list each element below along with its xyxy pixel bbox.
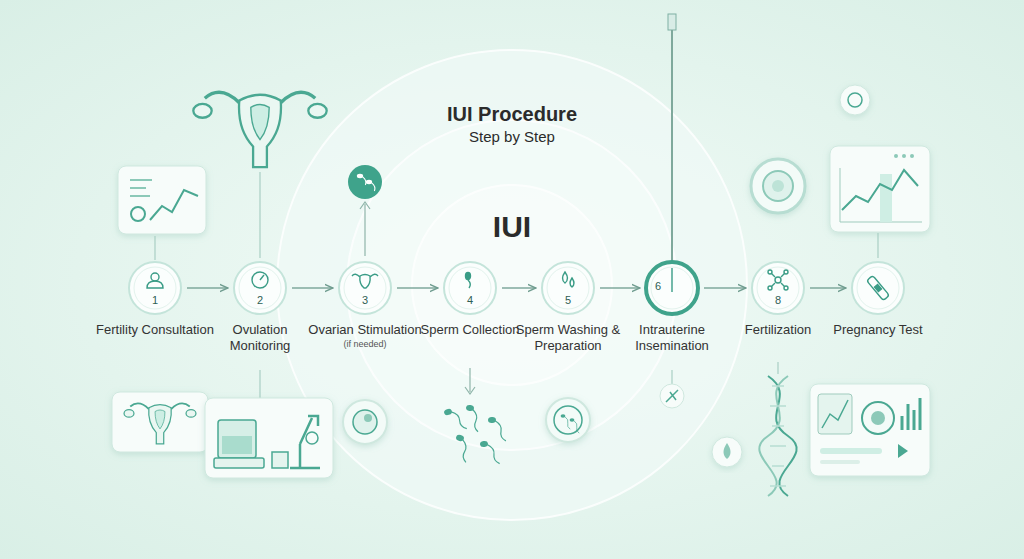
step-label: Pregnancy Test [819,322,937,338]
step-circle: 8Fertilization [750,260,806,316]
flow-arrow [502,287,536,288]
step-note: (if needed) [306,338,424,350]
step-circle: 4Sperm Collection [442,260,498,316]
circle-outline [540,260,596,316]
flow-arrow [292,287,333,288]
circle-outline [644,260,700,316]
circle-outline [232,260,288,316]
step-circle: Pregnancy Test [850,260,906,316]
center-label: IUI [452,210,572,244]
step-circle: 1Fertility Consultation [127,260,183,316]
circle-outline [337,260,393,316]
step-heading: Pregnancy Test [819,322,937,338]
step-heading: Ovulation Monitoring [201,322,319,354]
step-number: 3 [337,294,393,306]
step-heading: Sperm Washing & Preparation [509,322,627,354]
step-number: 4 [442,294,498,306]
circle-outline [850,260,906,316]
step-heading: Sperm Collection [411,322,529,338]
step-circle: 5Sperm Washing & Preparation [540,260,596,316]
step-number: 2 [232,294,288,306]
step-label: Fertilization [719,322,837,338]
step-number: 8 [750,294,806,306]
diagram-title: IUI Procedure [412,103,612,126]
step-heading: Fertilization [719,322,837,338]
subtitle: Step by Step [412,128,612,145]
flow-arrow [704,287,746,288]
step-circle: 3Ovarian Stimulation(if needed) [337,260,393,316]
step-heading: Intrauterine Insemination [613,322,731,354]
circle-outline [750,260,806,316]
step-label: Ovarian Stimulation [306,322,424,338]
step-number: 1 [127,294,183,306]
step-label: Ovulation Monitoring [201,322,319,354]
step-heading: Ovarian Stimulation(if needed) [306,322,424,350]
step-label: Sperm Collection [411,322,529,338]
circle-outline [127,260,183,316]
step-label: Fertility Consultation [96,322,214,338]
flow-arrow [187,287,228,288]
circle-outline [442,260,498,316]
step-label: Intrauterine Insemination [613,322,731,354]
step-circle: 6Intrauterine Insemination [644,260,700,316]
step-circle: 2Ovulation Monitoring [232,260,288,316]
step-number: 5 [540,294,596,306]
step-number: 6 [630,280,686,292]
step-label: Sperm Washing & Preparation [509,322,627,354]
flow-arrow [600,287,640,288]
step-heading: Fertility Consultation [96,322,214,338]
flow-arrow [810,287,846,288]
flow-arrow [397,287,438,288]
